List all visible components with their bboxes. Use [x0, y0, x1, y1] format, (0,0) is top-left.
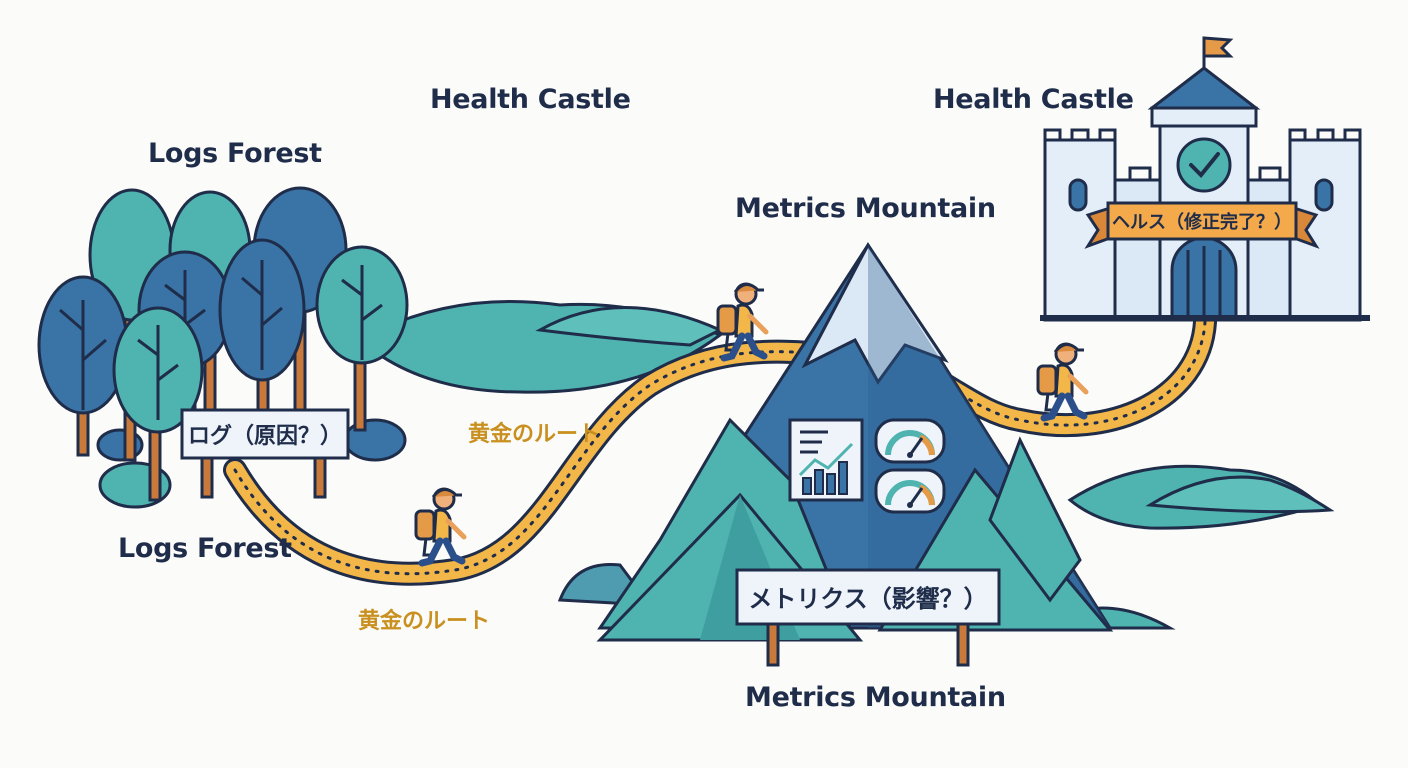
logs-sign: ログ（原因？）: [180, 408, 350, 499]
metrics-mountain-label-top: Metrics Mountain: [735, 193, 996, 224]
golden-route-label-upper: 黄金のルート: [468, 422, 601, 447]
metrics-mountain: メトリクス（影響？）: [596, 242, 1114, 667]
tree-icon: [112, 306, 204, 502]
gauge-icon: [874, 468, 946, 514]
gauge-icon: [874, 418, 946, 464]
hiker-icon: [1038, 344, 1086, 418]
bar-chart-icon: [788, 418, 864, 502]
hiker-icon: [416, 489, 464, 563]
checkmark-icon: [1176, 137, 1232, 193]
logs-forest: ログ（原因？）: [37, 186, 409, 509]
metrics-sign: メトリクス（影響？）: [735, 568, 1001, 667]
logs-sign-text: ログ（原因？）: [188, 423, 342, 449]
health-castle-label-left: Health Castle: [430, 84, 631, 115]
tree-icon: [37, 275, 129, 457]
metrics-mountain-label-bottom: Metrics Mountain: [745, 682, 1006, 713]
health-sign-text: ヘルス（修正完了？）: [1112, 211, 1292, 233]
metrics-sign-text: メトリクス（影響？）: [748, 585, 987, 613]
health-castle: ヘルス（修正完了？）: [1040, 36, 1370, 322]
flag-icon: [1202, 36, 1234, 68]
health-castle-label-right: Health Castle: [933, 84, 1134, 115]
health-banner: ヘルス（修正完了？）: [1084, 201, 1320, 249]
tree-icon: [315, 245, 409, 432]
logs-forest-label-top: Logs Forest: [148, 138, 322, 169]
logs-forest-label-bottom: Logs Forest: [118, 533, 292, 564]
golden-route-label-lower: 黄金のルート: [358, 609, 491, 634]
tree-icon: [218, 238, 306, 452]
